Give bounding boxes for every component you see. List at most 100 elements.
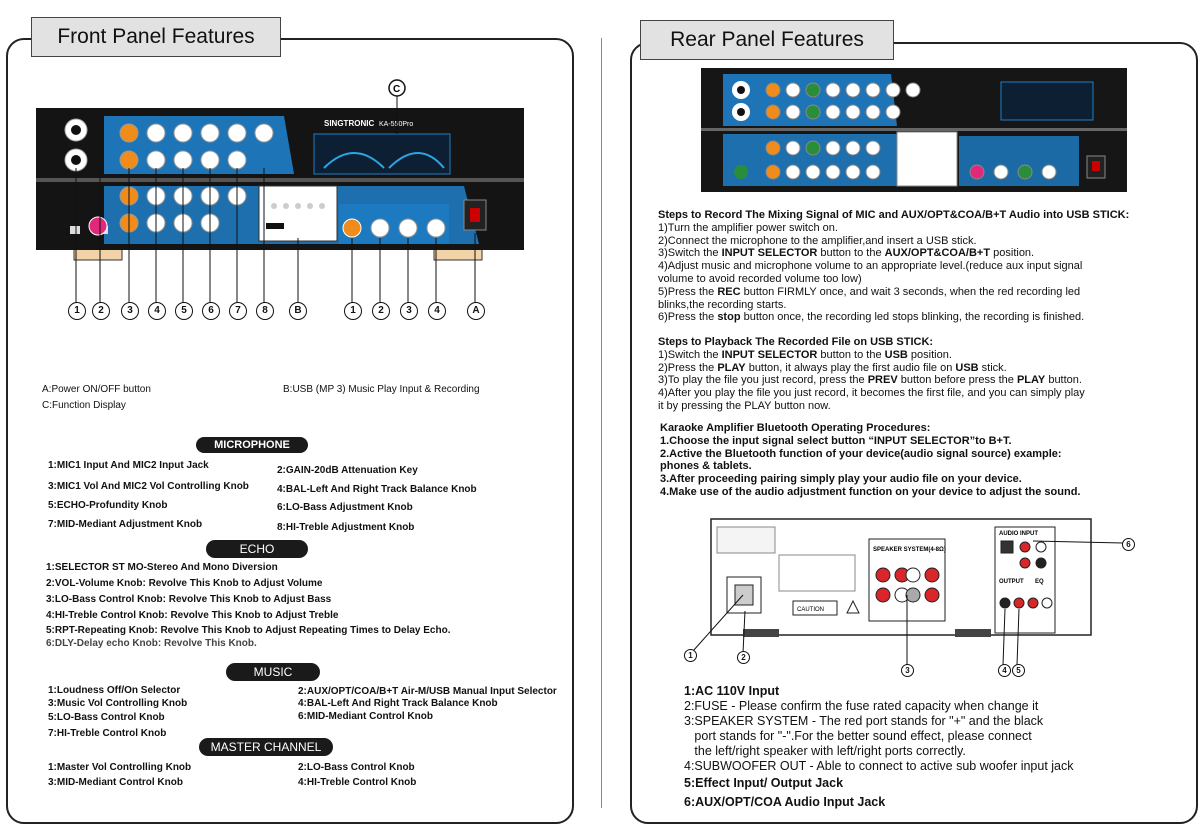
record-line: 3)Switch the INPUT SELECTOR button to th… (658, 247, 1035, 260)
record-line: 4)Adjust music and microphone volume to … (658, 260, 1083, 273)
mic-item: 1:MIC1 Input And MIC2 Input Jack (48, 460, 209, 471)
rear-item: 2:FUSE - Please confirm the fuse rated c… (684, 699, 1039, 713)
section-microphone: MICROPHONE (196, 437, 308, 453)
front-callout-b: B (289, 302, 307, 320)
echo-item: 6:DLY-Delay echo Knob: Revolve This Knob… (46, 638, 257, 649)
legend-a: A:Power ON/OFF button (42, 384, 151, 395)
karaoke-bluetooth: Karaoke Amplifier Bluetooth Operating Pr… (660, 422, 1081, 499)
rear-item: port stands for "-".For the better sound… (684, 729, 1032, 743)
front-callout-m2: 2 (372, 302, 390, 320)
page-divider (601, 38, 602, 808)
mic-item: 3:MIC1 Vol And MIC2 Vol Controlling Knob (48, 481, 249, 492)
mic-item: 4:BAL-Left And Right Track Balance Knob (277, 484, 477, 495)
record-line: 6)Press the stop button once, the record… (658, 311, 1085, 324)
playback-heading: Steps to Playback The Recorded File on U… (658, 336, 934, 348)
echo-item: 1:SELECTOR ST MO-Stereo And Mono Diversi… (46, 562, 278, 573)
rear-panel-title: Rear Panel Features (640, 20, 894, 60)
callout-c-text: C (393, 84, 400, 95)
karaoke-line: 4.Make use of the audio adjustment funct… (660, 485, 1081, 498)
front-brand-text: SINGTRONIC (324, 119, 374, 128)
karaoke-line: 2.Active the Bluetooth function of your … (660, 447, 1062, 460)
front-callout-3: 3 (121, 302, 139, 320)
section-echo: ECHO (206, 540, 308, 558)
rear-callout-5: 5 (1012, 664, 1025, 677)
front-amplifier-illustration: SINGTRONIC KA-550Pro C (36, 79, 524, 306)
svg-text:KA-550Pro: KA-550Pro (379, 121, 413, 128)
playback-steps: Steps to Playback The Recorded File on U… (658, 336, 1085, 413)
rear-item: 1:AC 110V Input (684, 684, 780, 698)
rear-amplifier-illustration (701, 68, 1127, 192)
music-item: 1:Loudness Off/On Selector (48, 685, 181, 696)
music-item: 4:BAL-Left And Right Track Balance Knob (298, 698, 498, 709)
master-item: 4:HI-Treble Control Knob (298, 777, 417, 788)
front-panel-title: Front Panel Features (31, 17, 281, 57)
karaoke-line: 3.After proceeding pairing simply play y… (660, 473, 1022, 486)
rear-item: 5:Effect Input/ Output Jack (684, 776, 844, 790)
front-callout-6: 6 (202, 302, 220, 320)
front-callout-m1: 1 (344, 302, 362, 320)
rear-items: 1:AC 110V Input 2:FUSE - Please confirm … (684, 684, 1074, 810)
master-item: 1:Master Vol Controlling Knob (48, 762, 192, 773)
legend-c: C:Function Display (42, 400, 126, 411)
playback-line: it by pressing the PLAY button now. (658, 399, 831, 412)
speaker-system-text: SPEAKER SYSTEM(4-8Ω) (873, 547, 946, 553)
front-callout-a: A (467, 302, 485, 320)
record-line: 1)Turn the amplifier power switch on. (658, 221, 838, 234)
record-line: volume to avoid recorded volume too low) (658, 272, 862, 285)
record-line: 5)Press the REC button FIRMLY once, and … (658, 285, 1081, 298)
karaoke-line: 1.Choose the input signal select button … (660, 434, 1012, 447)
playback-line: 2)Press the PLAY button, it always play … (658, 361, 1007, 374)
rear-item: 6:AUX/OPT/COA Audio Input Jack (684, 795, 886, 809)
karaoke-line: phones & tablets. (660, 460, 752, 473)
rear-callout-4: 4 (998, 664, 1011, 677)
playback-line: 4)After you play the file you just recor… (658, 387, 1085, 400)
mic-item: 8:HI-Treble Adjustment Knob (277, 522, 415, 533)
record-steps: Steps to Record The Mixing Signal of MIC… (658, 209, 1129, 324)
front-callout-4: 4 (148, 302, 166, 320)
audio-input-text: AUDIO INPUT (999, 531, 1038, 537)
front-callout-8: 8 (256, 302, 274, 320)
mic-item: 5:ECHO-Profundity Knob (48, 500, 168, 511)
record-line: 2)Connect the microphone to the amplifie… (658, 234, 977, 247)
echo-item: 4:HI-Treble Control Knob: Revolve This K… (46, 610, 339, 621)
echo-item: 3:LO-Bass Control Knob: Revolve This Kno… (46, 594, 332, 605)
rear-callout-6: 6 (1122, 538, 1135, 551)
front-callout-2: 2 (92, 302, 110, 320)
karaoke-heading: Karaoke Amplifier Bluetooth Operating Pr… (660, 422, 931, 434)
music-item: 2:AUX/OPT/COA/B+T Air-M/USB Manual Input… (298, 686, 557, 697)
legend-b: B:USB (MP 3) Music Play Input & Recordin… (283, 384, 480, 395)
front-callout-m4: 4 (428, 302, 446, 320)
rear-callout-2: 2 (737, 651, 750, 664)
master-item: 3:MID-Mediant Control Knob (48, 777, 183, 788)
music-item: 3:Music Vol Controlling Knob (48, 698, 188, 709)
caution-text: CAUTION (797, 607, 824, 613)
mic-item: 7:MID-Mediant Adjustment Knob (48, 519, 203, 530)
rear-item: 3:SPEAKER SYSTEM - The red port stands f… (684, 714, 1044, 728)
record-heading: Steps to Record The Mixing Signal of MIC… (658, 209, 1130, 221)
front-callout-7: 7 (229, 302, 247, 320)
master-item: 2:LO-Bass Control Knob (298, 762, 415, 773)
music-item: 5:LO-Bass Control Knob (48, 712, 165, 723)
section-master-channel: MASTER CHANNEL (199, 738, 333, 756)
output-text: OUTPUT (999, 579, 1024, 585)
rear-callout-3: 3 (901, 664, 914, 677)
front-callout-1: 1 (68, 302, 86, 320)
record-line: blinks,the recording starts. (658, 298, 787, 311)
mic-item: 6:LO-Bass Adjustment Knob (277, 502, 413, 513)
rear-callout-1: 1 (684, 649, 697, 662)
front-callout-5: 5 (175, 302, 193, 320)
echo-item: 5:RPT-Repeating Knob: Revolve This Knob … (46, 625, 451, 636)
rear-item: 4:SUBWOOFER OUT - Able to connect to act… (684, 759, 1074, 773)
music-item: 7:HI-Treble Control Knob (48, 728, 167, 739)
echo-item: 2:VOL-Volume Knob: Revolve This Knob to … (46, 578, 323, 589)
music-item: 6:MID-Mediant Control Knob (298, 711, 433, 722)
mic-item: 2:GAIN-20dB Attenuation Key (277, 465, 418, 476)
playback-line: 3)To play the file you just record, pres… (658, 374, 1082, 387)
section-music: MUSIC (226, 663, 320, 681)
eq-text: EQ (1035, 579, 1044, 585)
front-knobs-upper (119, 123, 274, 170)
front-callout-m3: 3 (400, 302, 418, 320)
playback-line: 1)Switch the INPUT SELECTOR button to th… (658, 348, 952, 361)
rear-connection-diagram: CAUTION SPEAKER SYSTEM(4-8Ω) AUDIO INPUT… (692, 518, 1124, 666)
rear-item: the left/right speaker with left/right p… (684, 744, 966, 758)
